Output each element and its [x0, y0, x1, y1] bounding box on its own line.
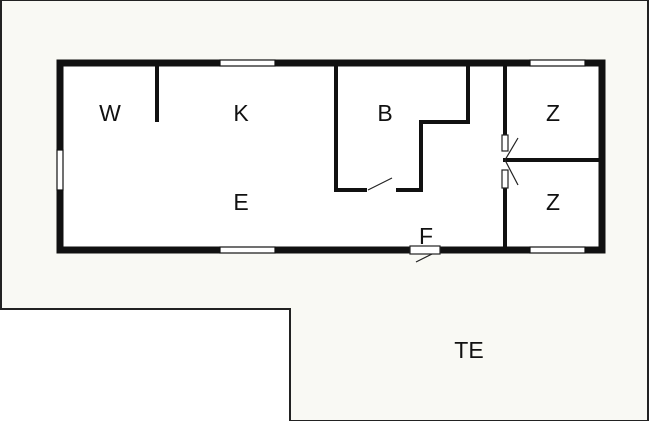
door-bedroom-2 — [504, 159, 519, 186]
room-label-k: K — [233, 100, 249, 126]
window-bottom-living — [219, 246, 276, 254]
windows — [56, 59, 586, 254]
exterior-walls — [56, 59, 606, 254]
room-label-w: W — [99, 100, 121, 126]
window-left-wall — [56, 149, 64, 191]
room-label-z-bottom: Z — [546, 189, 560, 215]
interior-walls — [155, 63, 602, 250]
door-bedroom-frame-1 — [501, 134, 509, 152]
room-label-b: B — [377, 100, 392, 126]
room-label-z-top: Z — [546, 100, 560, 126]
house-interior — [60, 63, 602, 250]
window-top-bedroom — [529, 59, 586, 67]
room-label-e: E — [233, 189, 248, 215]
doors — [367, 134, 519, 263]
window-bottom-bedroom — [529, 246, 586, 254]
door-bedroom-1 — [504, 137, 519, 161]
room-label-f: F — [419, 223, 433, 249]
window-top-kitchen — [219, 59, 276, 67]
room-label-te: TE — [454, 337, 483, 363]
door-bedroom-frame-2 — [501, 169, 509, 189]
door-bathroom — [367, 177, 393, 191]
door-entrance-frame — [409, 245, 441, 255]
